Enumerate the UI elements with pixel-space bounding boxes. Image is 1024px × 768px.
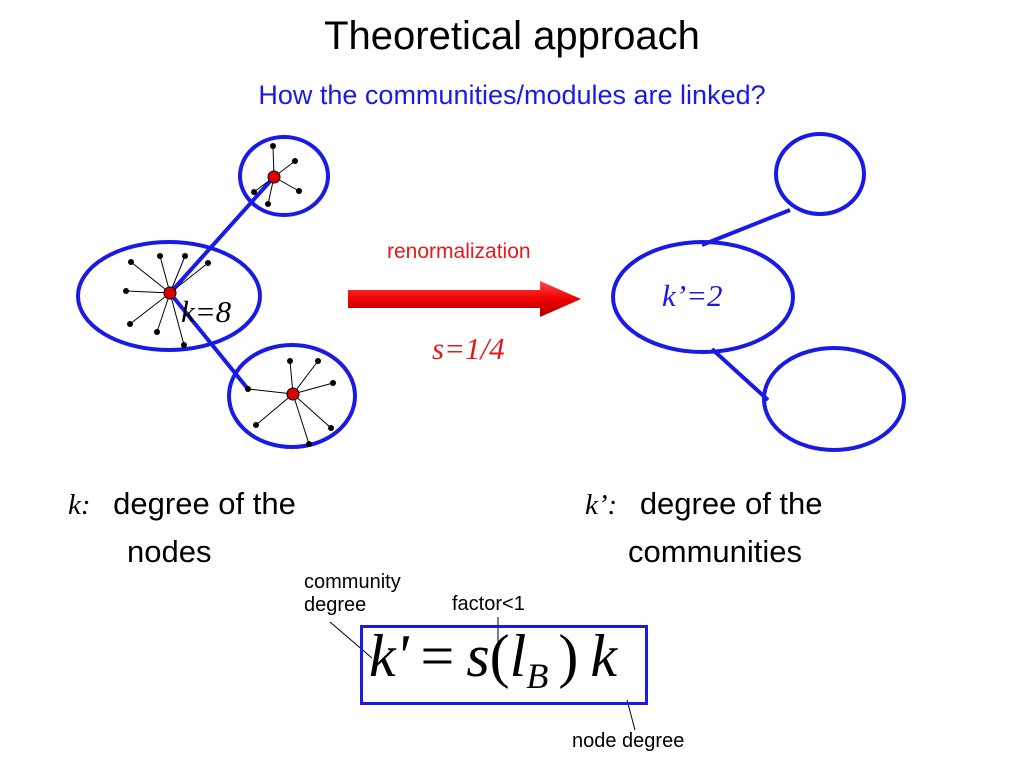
annotation-pointers [329,617,636,731]
formula-k: k [590,623,617,689]
hub-node-bottom [286,387,300,401]
super-node-bottom [762,346,906,452]
node-degree-value: k=8 [181,294,232,329]
left-caption: k: degree of the [68,485,296,523]
left-caption-line2: nodes [127,534,212,569]
formula-s: s [466,623,490,689]
hub-node-top [267,170,281,184]
formula-open-paren: ( [489,623,510,689]
slide-subtitle: How the communities/modules are linked? [258,80,766,110]
hub-node-center [163,286,177,300]
center-leaf-nodes [123,253,211,348]
left-caption-line1: degree of the [113,486,296,521]
right-network [611,132,906,452]
right-caption-line1: degree of the [639,486,823,521]
formula-l: l [509,623,527,689]
community-degree-value: k’=2 [662,278,723,313]
left-network [76,135,357,449]
formula-equals: = [420,623,455,689]
slide-title: Theoretical approach [324,14,700,58]
left-caption-symbol: k: [68,489,91,521]
formula-box [360,625,648,705]
renormalization-label: renormalization [387,240,531,263]
formula-lhs: k' [369,623,409,689]
renormalization-formula: k'=s(lB)k [369,622,617,697]
arrow-right-icon [348,281,581,317]
bottom-spokes [247,360,334,445]
community-degree-annotation: community degree [304,571,401,617]
inter-community-link-top [168,175,276,295]
formula-close-paren: ) [558,623,579,689]
top-leaf-nodes [251,143,302,207]
right-caption-symbol: k’: [585,489,618,521]
community-degree-annotation-line2: degree [304,594,367,616]
community-link-top [701,208,791,247]
right-caption: k’: degree of the [585,485,823,523]
scale-factor-label: s=1/4 [432,331,505,366]
bottom-leaf-nodes [245,358,336,447]
node-degree-annotation: node degree [572,730,685,752]
right-caption-line2: communities [628,534,802,569]
super-node-top [774,132,866,216]
community-top [238,135,330,217]
community-link-bottom [710,347,770,402]
formula-subscript: B [526,656,549,696]
super-node-center [611,240,795,354]
factor-annotation: factor<1 [452,593,525,615]
community-bottom [227,343,357,449]
community-degree-annotation-line1: community [304,571,401,593]
community-center [76,240,262,352]
renormalization-arrow [348,281,581,317]
